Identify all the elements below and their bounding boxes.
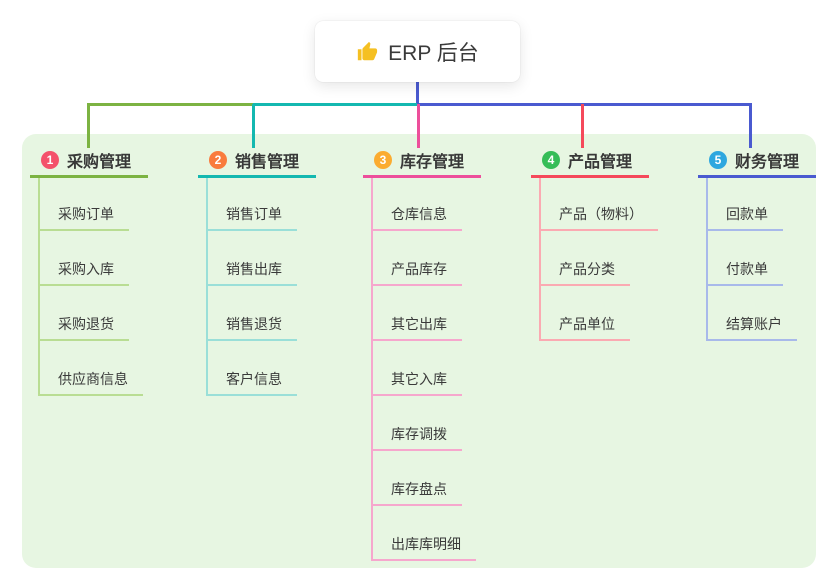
child-node[interactable]: 出库库明细 [373,506,476,561]
child-node[interactable]: 库存盘点 [373,451,476,506]
branch-number-badge: 5 [709,150,727,169]
connector-bus-segment-1 [87,103,255,106]
child-node-label: 采购入库 [40,262,129,286]
child-node[interactable]: 产品分类 [541,231,658,286]
child-node[interactable]: 供应商信息 [40,341,143,396]
child-node-label: 供应商信息 [40,372,143,396]
child-node-label: 回款单 [708,207,783,231]
thumbs-up-icon [356,41,378,63]
child-node[interactable]: 销售退货 [208,286,297,341]
child-node[interactable]: 采购订单 [40,178,143,231]
child-node-label: 销售退货 [208,317,297,341]
root-connector-line [416,80,419,106]
branch-children: 销售订单销售出库销售退货客户信息 [206,178,297,396]
branch-finance: 5 财务管理回款单付款单结算账户 [698,144,816,341]
child-node-label: 付款单 [708,262,783,286]
branch-node-finance[interactable]: 5 财务管理 [698,144,816,178]
child-node-label: 采购订单 [40,207,129,231]
child-node[interactable]: 仓库信息 [373,178,476,231]
child-node-label: 销售订单 [208,207,297,231]
branch-number-badge: 2 [209,150,227,169]
mindmap-panel [22,134,816,568]
child-node[interactable]: 产品库存 [373,231,476,286]
branch-label: 库存管理 [400,153,465,171]
branch-drop-line-sales [252,104,255,148]
child-node[interactable]: 其它出库 [373,286,476,341]
connector-bus-segment-2 [253,103,418,106]
branch-sales: 2 销售管理销售订单销售出库销售退货客户信息 [198,144,316,396]
child-node-label: 出库库明细 [373,537,476,561]
child-node-label: 销售出库 [208,262,297,286]
branch-label: 财务管理 [735,153,800,171]
child-node[interactable]: 产品（物料） [541,178,658,231]
child-node-label: 仓库信息 [373,207,462,231]
child-node-label: 库存盘点 [373,482,462,506]
child-node[interactable]: 采购退货 [40,286,143,341]
branch-drop-line-product [581,104,584,148]
child-node[interactable]: 结算账户 [708,286,797,341]
branch-number-badge: 3 [374,150,392,169]
child-node-label: 产品（物料） [541,207,658,231]
child-node[interactable]: 回款单 [708,178,797,231]
child-node[interactable]: 库存调拨 [373,396,476,451]
child-node[interactable]: 销售订单 [208,178,297,231]
branch-label: 销售管理 [235,153,300,171]
child-node-label: 产品库存 [373,262,462,286]
child-node-label: 其它出库 [373,317,462,341]
branch-label: 产品管理 [568,153,633,171]
branch-drop-line-inventory [417,104,420,148]
connector-bus-segment-3 [417,103,752,106]
child-node[interactable]: 产品单位 [541,286,658,341]
child-node-label: 产品分类 [541,262,630,286]
branch-node-product[interactable]: 4 产品管理 [531,144,649,178]
root-node-erp-backend[interactable]: ERP 后台 [315,21,520,82]
branch-inventory: 3 库存管理仓库信息产品库存其它出库其它入库库存调拨库存盘点出库库明细 [363,144,481,561]
branch-number-badge: 4 [542,150,560,169]
branch-children: 回款单付款单结算账户 [706,178,797,341]
branch-children: 仓库信息产品库存其它出库其它入库库存调拨库存盘点出库库明细 [371,178,476,561]
child-node-label: 结算账户 [708,317,797,341]
child-node[interactable]: 客户信息 [208,341,297,396]
child-node-label: 产品单位 [541,317,630,341]
branch-procurement: 1 采购管理采购订单采购入库采购退货供应商信息 [30,144,148,396]
branch-number-badge: 1 [41,150,59,169]
branch-children: 产品（物料） 产品分类产品单位 [539,178,658,341]
child-node-label: 其它入库 [373,372,462,396]
child-node-label: 库存调拨 [373,427,462,451]
child-node-label: 采购退货 [40,317,129,341]
branch-label: 采购管理 [67,153,132,171]
branch-children: 采购订单采购入库采购退货供应商信息 [38,178,143,396]
branch-node-sales[interactable]: 2 销售管理 [198,144,316,178]
branch-drop-line-finance [749,104,752,148]
child-node-label: 客户信息 [208,372,297,396]
root-node-label: ERP 后台 [388,41,479,65]
branch-node-inventory[interactable]: 3 库存管理 [363,144,481,178]
child-node[interactable]: 付款单 [708,231,797,286]
branch-product: 4 产品管理产品（物料） 产品分类产品单位 [531,144,658,341]
branch-drop-line-procurement [87,104,90,148]
branch-node-procurement[interactable]: 1 采购管理 [30,144,148,178]
child-node[interactable]: 采购入库 [40,231,143,286]
child-node[interactable]: 销售出库 [208,231,297,286]
child-node[interactable]: 其它入库 [373,341,476,396]
